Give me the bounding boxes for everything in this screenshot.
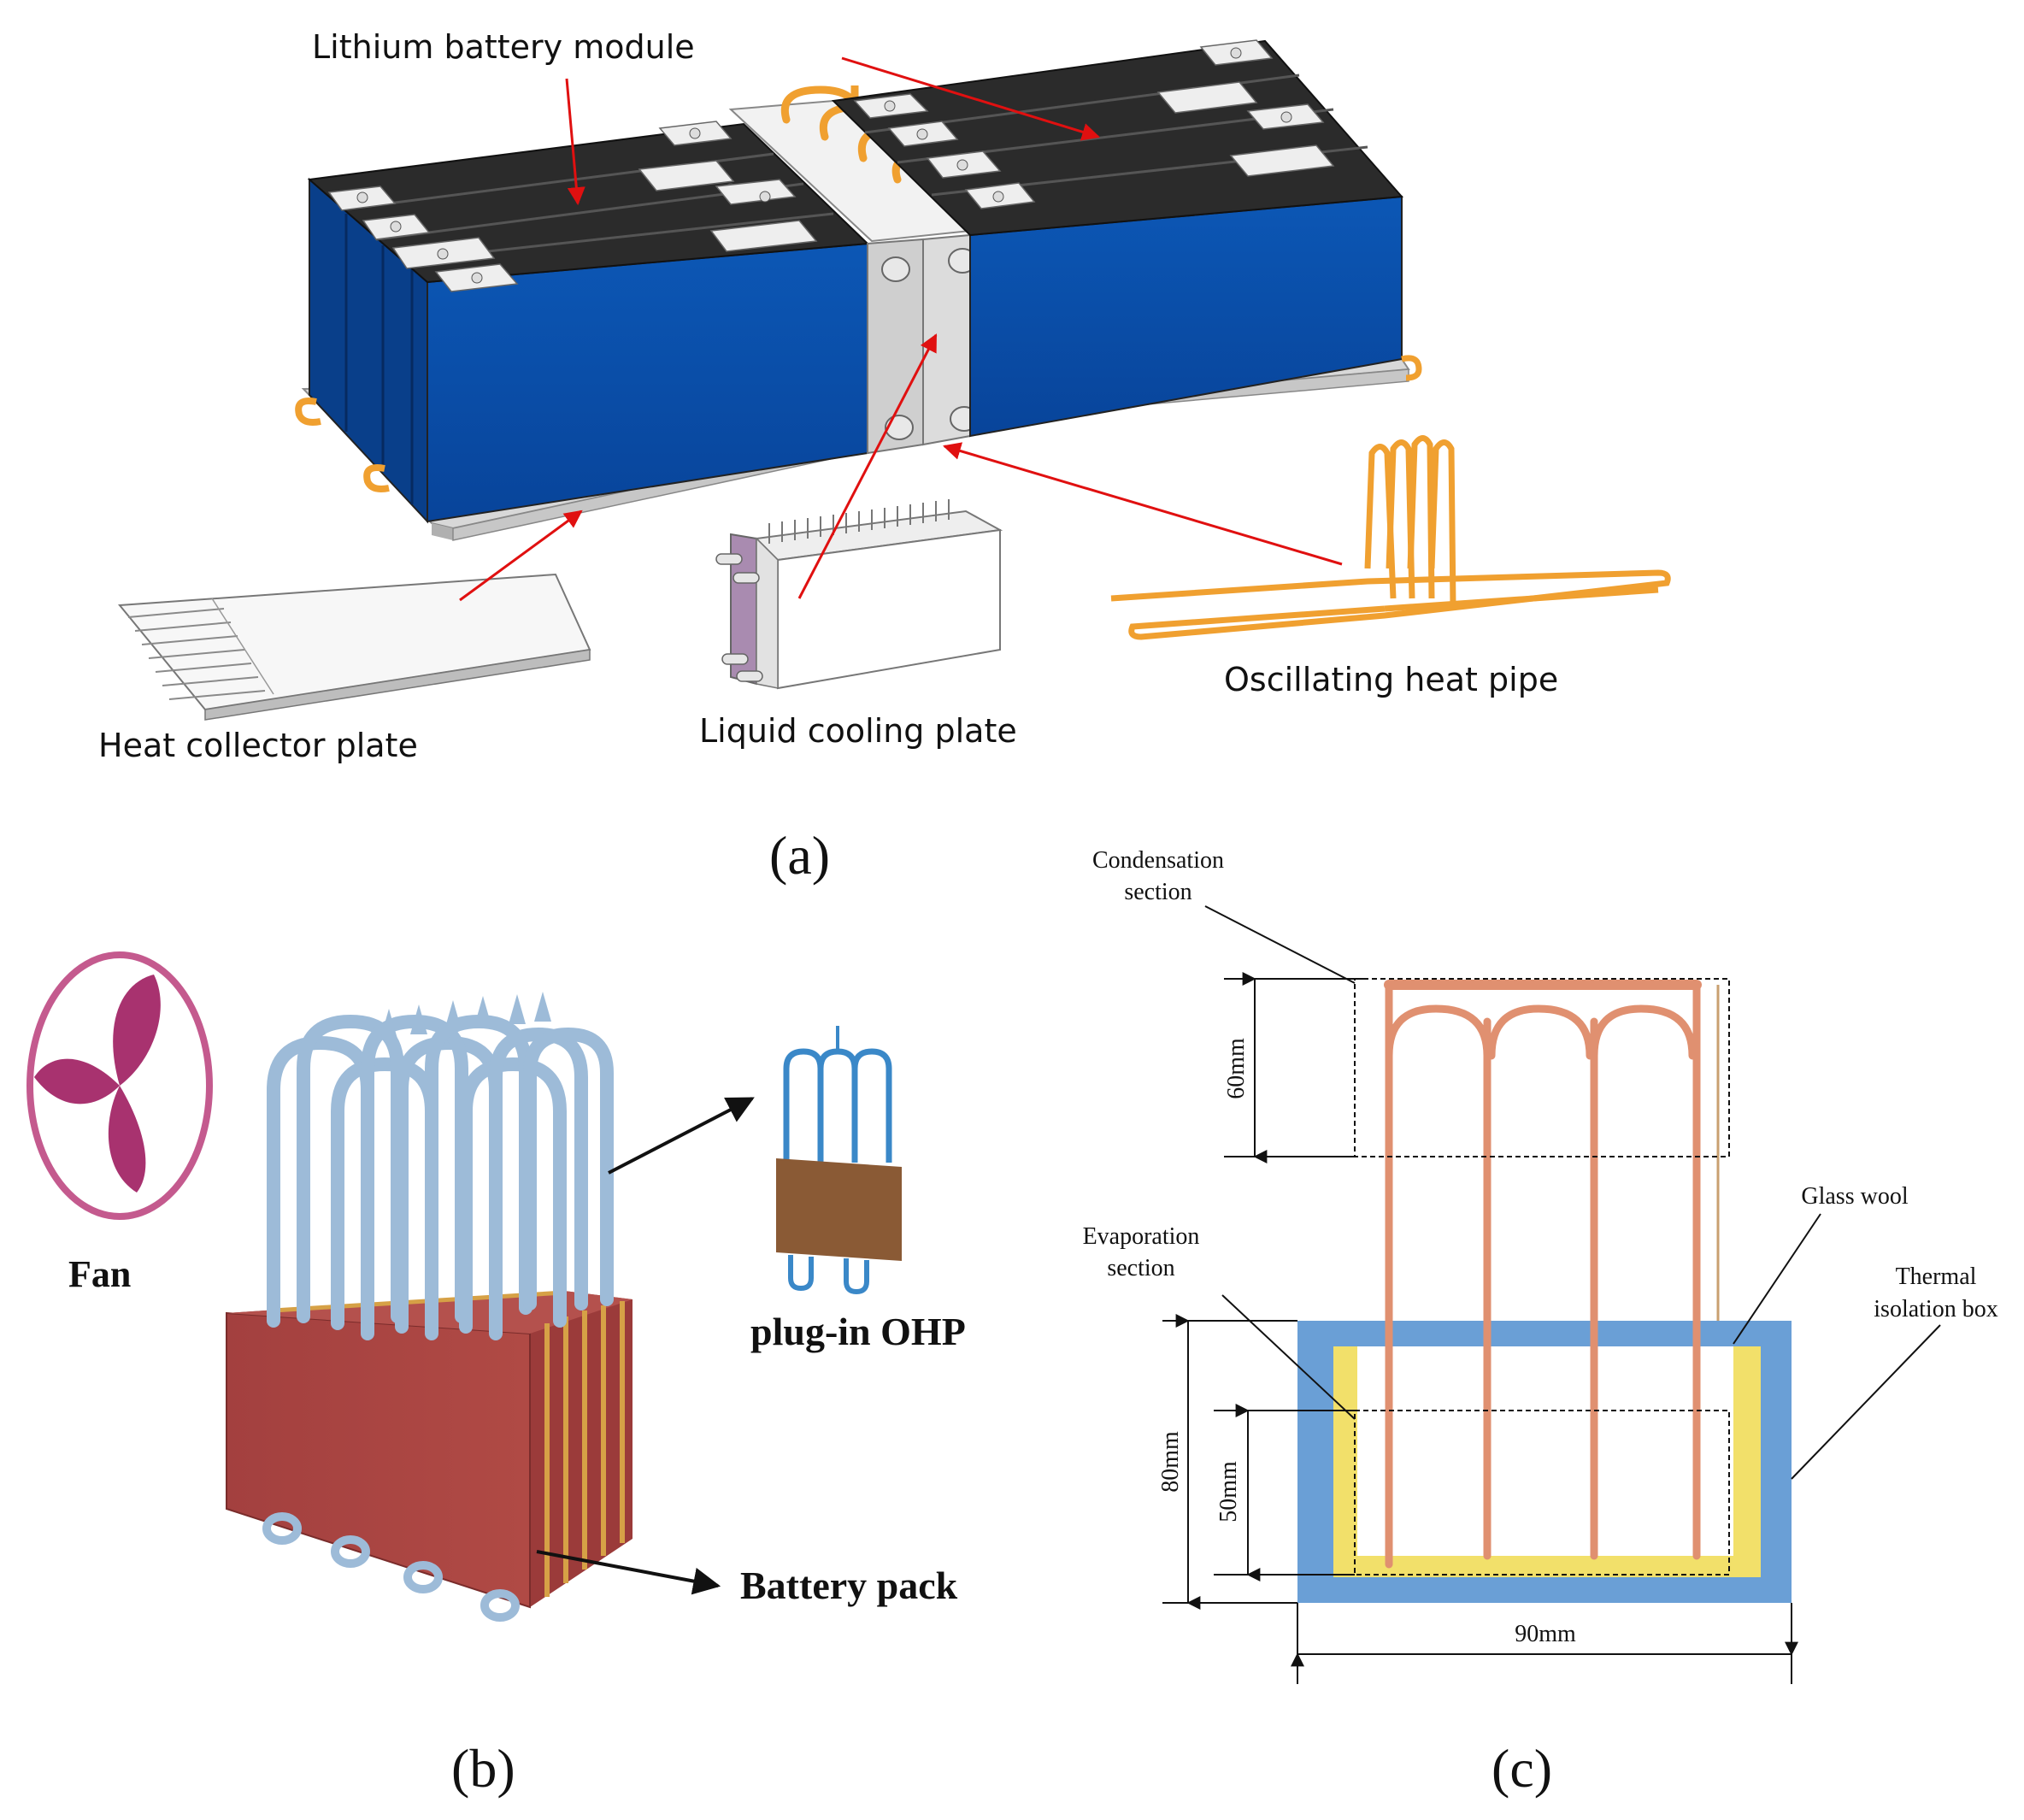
thermal-isolation-box (1297, 1321, 1792, 1603)
dim-80mm: 80mm (1157, 1431, 1184, 1493)
panel-b-arrows (536, 1097, 755, 1595)
right-battery-block (831, 39, 1404, 438)
heat-collector-label: Heat collector plate (98, 727, 418, 764)
leader-lines (1204, 905, 1941, 1480)
oscillating-heat-pipe (1110, 435, 1671, 640)
liquid-cooling-label: Liquid cooling plate (699, 712, 1017, 750)
left-terminals (327, 121, 818, 292)
panel-a-caption: (a) (769, 825, 830, 886)
thermal-box-label-line1: Thermal (1896, 1263, 1977, 1290)
section-boxes (1354, 978, 1730, 1576)
battery-pack (226, 1290, 632, 1609)
panel-a: Lithium battery module Heat collector pl… (98, 28, 1671, 886)
panel-b: Fan (26, 951, 966, 1799)
dim-60mm: 60mm (1223, 1038, 1250, 1099)
pack-bottom-loops (262, 1512, 520, 1622)
evaporation-label-line1: Evaporation (1083, 1223, 1200, 1250)
dimension-lines (1162, 972, 1798, 1684)
plugin-ohp-detail (776, 1026, 902, 1295)
battery-pack-label: Battery pack (740, 1564, 958, 1607)
panel-b-caption: (b) (451, 1738, 515, 1799)
plugin-ohp-label: plug-in OHP (750, 1310, 966, 1353)
ohp-label: Oscillating heat pipe (1224, 661, 1558, 698)
thermal-box-label-line2: isolation box (1874, 1296, 1998, 1322)
panel-a-arrows (459, 56, 1343, 602)
tube-tips (380, 992, 551, 1039)
glass-wool-label: Glass wool (1801, 1183, 1908, 1210)
fan-icon (26, 951, 213, 1220)
dim-90mm: 90mm (1515, 1621, 1576, 1647)
panel-c: Condensation section Evaporation section… (1083, 847, 1998, 1799)
copper-oscillating-pipe (1384, 980, 1702, 1569)
liquid-cooling-plate (715, 499, 1003, 690)
side-pipe-loops (295, 355, 1422, 492)
panel-c-caption: (c) (1492, 1738, 1552, 1799)
dim-50mm: 50mm (1215, 1461, 1242, 1523)
condensation-label-line2: section (1124, 879, 1191, 905)
evaporation-label-line2: section (1107, 1255, 1174, 1281)
battery-module-label: Lithium battery module (312, 28, 695, 66)
heat-collector-plate (118, 573, 591, 721)
fan-label: Fan (68, 1253, 131, 1295)
blue-ohp-tubes (267, 1014, 614, 1340)
condensation-label-line1: Condensation (1092, 847, 1224, 874)
